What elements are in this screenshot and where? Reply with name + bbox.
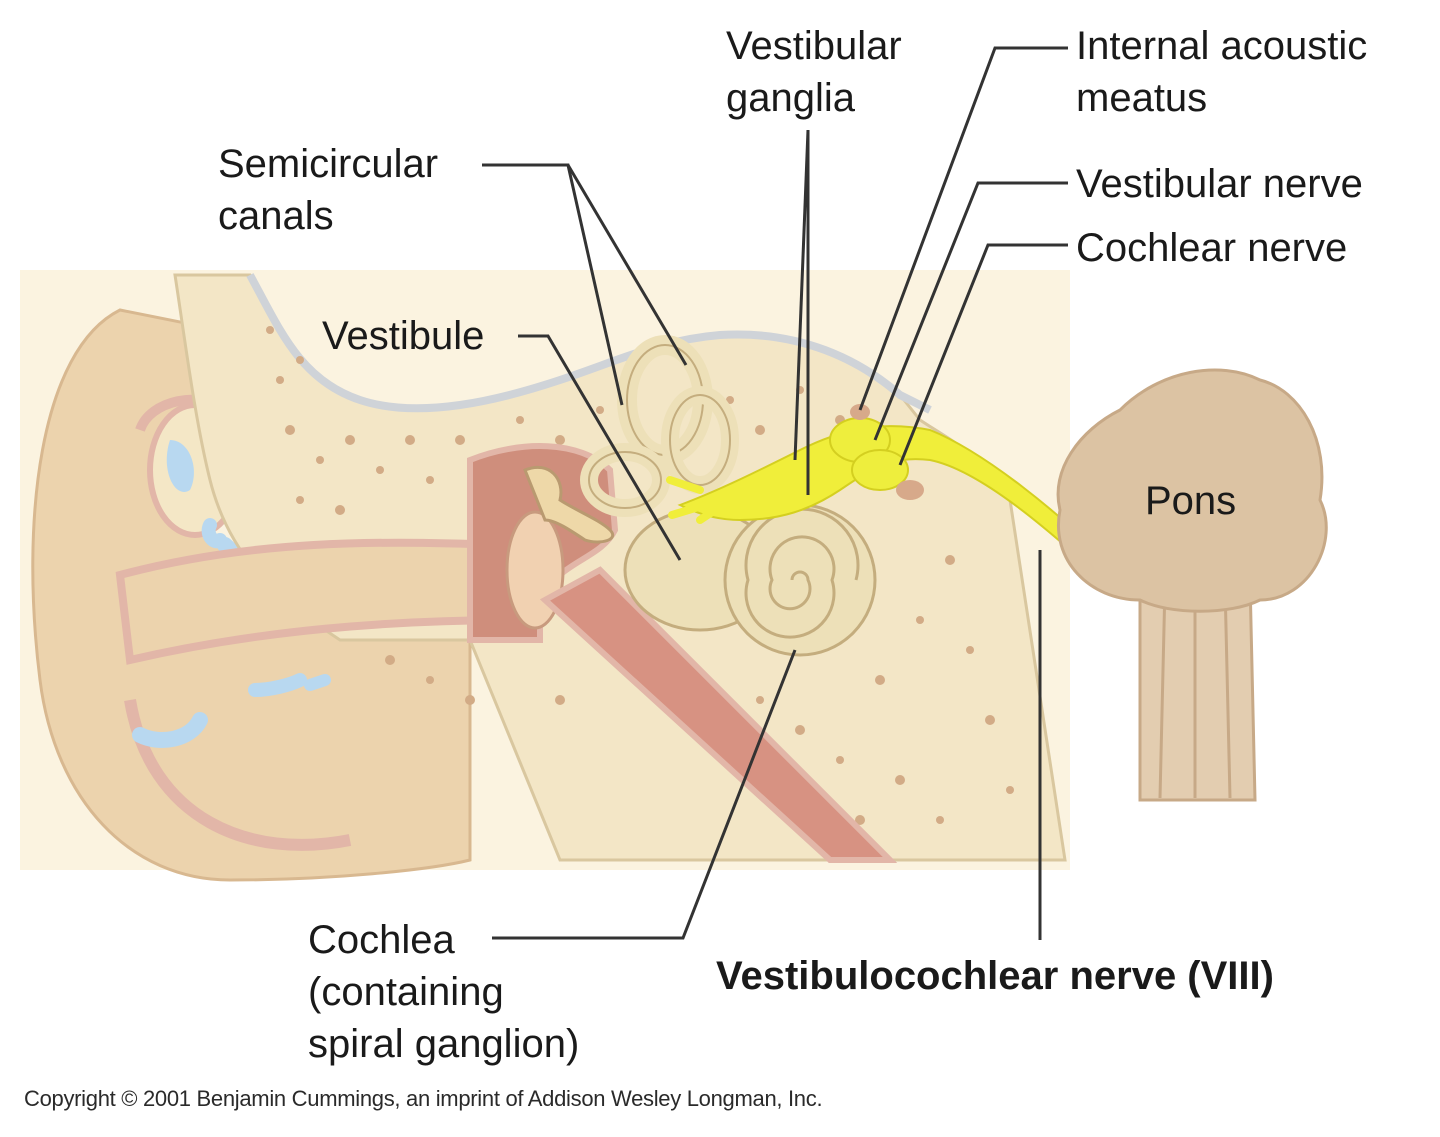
label-cochlea-line3: spiral ganglion) [308,1022,580,1066]
label-cochlear-nerve: Cochlear nerve [1076,226,1348,270]
label-vestibulocochlear-nerve: Vestibulocochlear nerve (VIII) [716,954,1274,998]
cochlea-spiral [723,503,877,657]
leader-cochlear-nerve [898,243,1068,466]
leader-internal-acoustic-meatus [858,46,1068,411]
label-vestibular-ganglia: Vestibular ganglia [726,20,902,124]
leader-lines [482,46,1068,940]
label-internal-acoustic-meatus-line1: Internal acoustic [1076,24,1368,68]
label-semicircular-canals: Semicircular canals [218,138,438,242]
leader-vestibular-nerve [873,181,1068,441]
label-semicircular-canals-line2: canals [218,194,334,238]
label-vestibular-ganglia-line1: Vestibular [726,24,902,68]
label-semicircular-canals-line1: Semicircular [218,142,439,186]
label-cochlea-line2: (containing [308,970,504,1014]
pons-drawing [1056,368,1328,802]
label-cochlea: Cochlea (containing spiral ganglion) [308,914,579,1070]
label-pons: Pons [1145,479,1237,523]
label-vestibular-ganglia-line2: ganglia [726,76,856,120]
leader-cochlea [492,649,797,940]
label-vestibule: Vestibule [322,314,485,358]
ossicles [523,465,614,544]
label-internal-acoustic-meatus-line2: meatus [1076,76,1208,120]
leader-semicircular-2 [566,164,688,366]
auditory-tube [539,566,898,863]
leader-vestibular-ganglia-2 [793,129,810,461]
label-vestibular-nerve: Vestibular nerve [1076,162,1363,206]
leader-vestibule [518,334,682,561]
copyright-notice: Copyright © 2001 Benjamin Cummings, an i… [24,1086,823,1111]
label-cochlea-line1: Cochlea [308,918,455,962]
label-internal-acoustic-meatus: Internal acoustic meatus [1076,20,1367,124]
